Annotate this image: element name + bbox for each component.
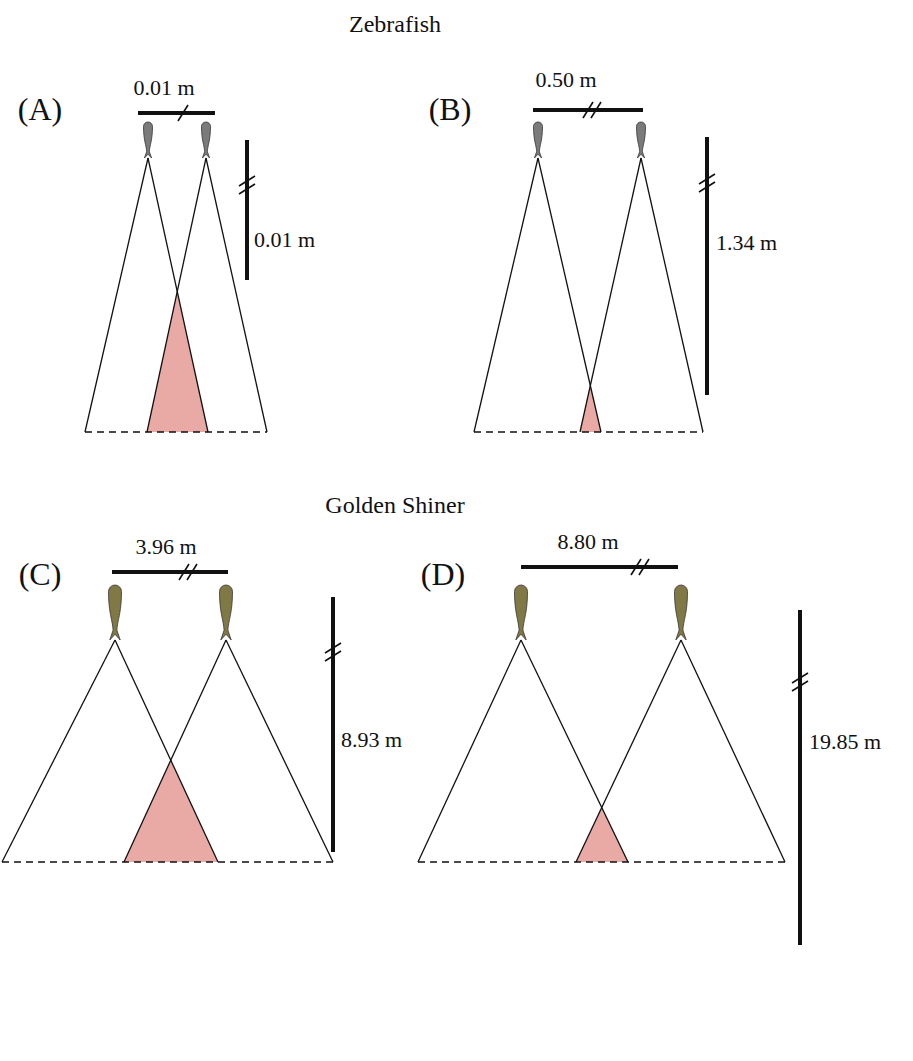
binocular-overlap bbox=[580, 386, 601, 432]
field-line bbox=[2, 640, 115, 862]
fish-body bbox=[675, 585, 688, 640]
scale-bar bbox=[138, 111, 215, 115]
break-mark bbox=[325, 651, 341, 661]
dimension-label: 3.96 m bbox=[135, 535, 196, 559]
field-line bbox=[521, 640, 628, 862]
scale-bar bbox=[798, 610, 802, 945]
dimension-label: 0.01 m bbox=[133, 76, 194, 100]
break-mark bbox=[179, 564, 189, 580]
break-mark bbox=[591, 102, 601, 118]
binocular-overlap bbox=[576, 808, 628, 862]
field-line bbox=[418, 640, 521, 862]
field-line bbox=[580, 158, 641, 432]
field-line bbox=[115, 640, 218, 862]
fish-body bbox=[515, 585, 528, 640]
panel-drawing bbox=[474, 102, 715, 432]
break-mark bbox=[792, 681, 808, 691]
dimension-label: 8.80 m bbox=[557, 530, 618, 554]
field-line bbox=[538, 158, 601, 432]
field-base bbox=[474, 431, 703, 432]
break-mark bbox=[792, 673, 808, 683]
field-line bbox=[641, 158, 703, 432]
fish-body bbox=[109, 585, 122, 640]
field-base bbox=[418, 861, 785, 862]
fish-body bbox=[202, 122, 211, 158]
break-mark bbox=[639, 559, 649, 575]
dimension-label: 0.01 m bbox=[254, 228, 315, 252]
panel-letter: (C) bbox=[19, 557, 62, 592]
field-line bbox=[147, 158, 206, 432]
break-mark bbox=[699, 174, 715, 184]
break-mark bbox=[239, 184, 255, 194]
panel-letter: (A) bbox=[18, 92, 62, 127]
scale-bar bbox=[245, 140, 249, 280]
group-heading: Zebrafish bbox=[349, 11, 441, 37]
break-mark bbox=[631, 559, 641, 575]
dimension-label: 8.93 m bbox=[341, 728, 402, 752]
field-line bbox=[206, 158, 267, 432]
break-mark bbox=[699, 182, 715, 192]
panel-drawing bbox=[2, 564, 341, 862]
fish-body bbox=[220, 585, 233, 640]
binocular-overlap bbox=[147, 292, 208, 432]
dimension-label: 0.50 m bbox=[535, 68, 596, 92]
group-heading: Golden Shiner bbox=[325, 492, 464, 518]
fish-body bbox=[144, 122, 153, 158]
fish-body bbox=[534, 122, 543, 158]
dimension-label: 19.85 m bbox=[809, 730, 881, 754]
field-line bbox=[681, 640, 785, 862]
break-mark bbox=[325, 643, 341, 653]
field-line bbox=[85, 158, 148, 432]
field-base bbox=[2, 861, 333, 862]
fish-body bbox=[637, 122, 646, 158]
field-line bbox=[148, 158, 208, 432]
break-mark bbox=[583, 102, 593, 118]
scale-bar bbox=[521, 565, 678, 569]
break-mark bbox=[239, 176, 255, 186]
field-line bbox=[124, 640, 226, 862]
binocular-overlap bbox=[124, 760, 218, 862]
panel-drawing bbox=[85, 105, 267, 432]
panel-drawing bbox=[418, 559, 808, 945]
scale-bar bbox=[331, 597, 335, 852]
dimension-label: 1.34 m bbox=[716, 231, 777, 255]
field-line bbox=[474, 158, 538, 432]
break-mark bbox=[187, 564, 197, 580]
break-mark bbox=[178, 105, 188, 121]
field-line bbox=[226, 640, 333, 862]
panel-letter: (B) bbox=[429, 92, 472, 127]
scale-bar bbox=[705, 137, 709, 395]
field-base bbox=[85, 431, 267, 432]
panel-letter: (D) bbox=[421, 557, 465, 592]
field-line bbox=[576, 640, 681, 862]
scale-bar bbox=[112, 570, 228, 574]
